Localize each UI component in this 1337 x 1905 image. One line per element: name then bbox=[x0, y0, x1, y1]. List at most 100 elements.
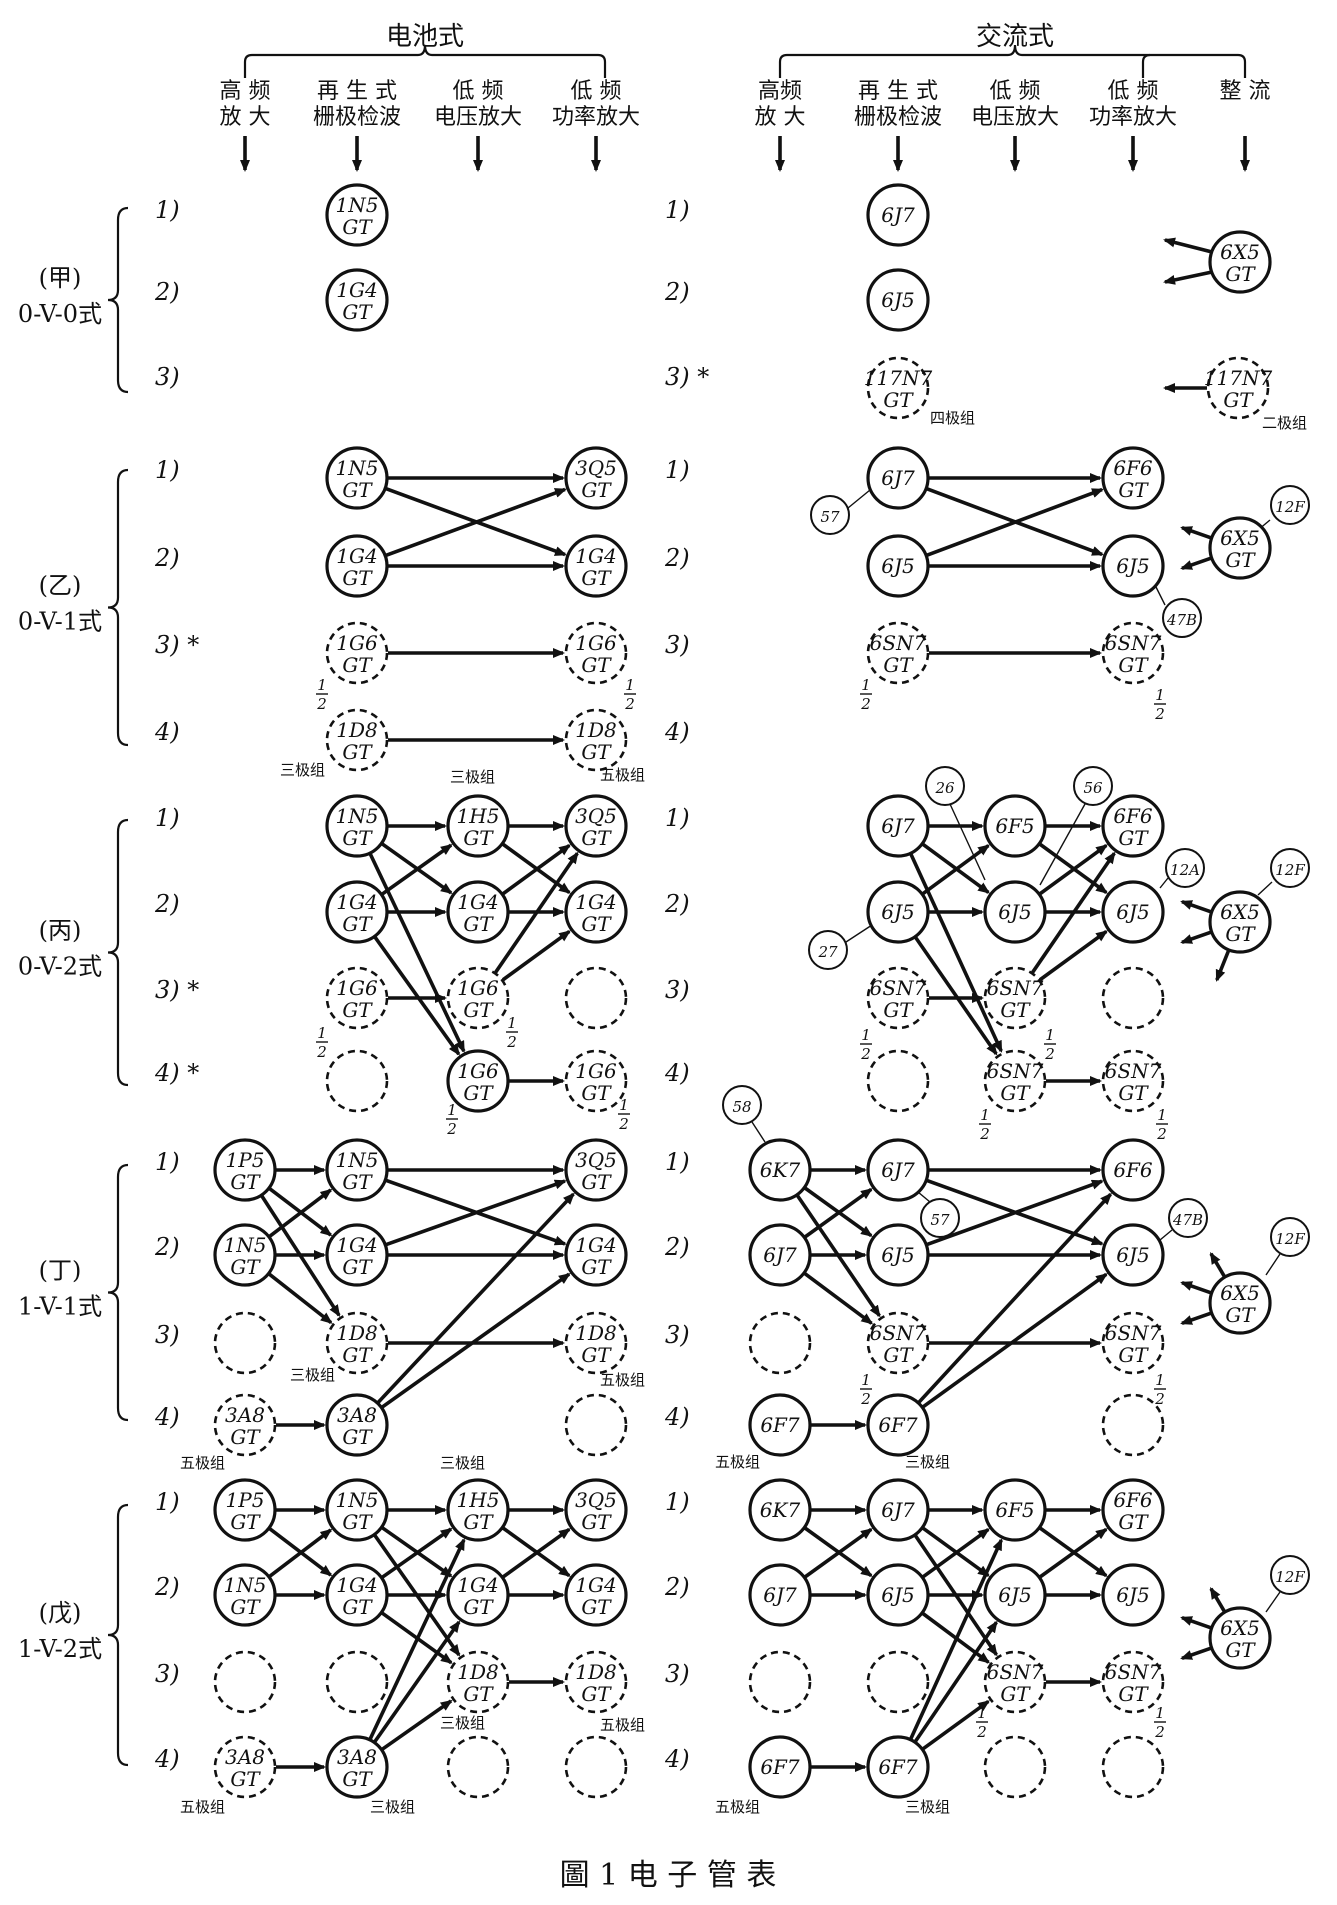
tube-label: GT bbox=[1118, 1343, 1149, 1367]
battery-col-head-2: 再 生 式 bbox=[317, 79, 397, 104]
tube-circle bbox=[1208, 890, 1272, 954]
row-label-right: 4) bbox=[664, 718, 690, 746]
tube-circle bbox=[1101, 1138, 1165, 1202]
tube-label: 1H5 bbox=[457, 1488, 500, 1512]
connection-arrow bbox=[1039, 1527, 1108, 1579]
tube-label: 1D8 bbox=[575, 1321, 616, 1345]
row-label-left: 1) bbox=[155, 196, 180, 224]
tube-circle bbox=[564, 1735, 628, 1799]
tube-label: GT bbox=[1000, 1081, 1031, 1105]
tube-label: 1N5 bbox=[336, 193, 379, 217]
tube-circle bbox=[446, 1049, 510, 1113]
ac-col-sub-3: 电压放大 bbox=[971, 105, 1059, 130]
tube-circle bbox=[866, 1478, 930, 1542]
tube-label: GT bbox=[581, 653, 612, 677]
row-label-left: 1) bbox=[155, 804, 180, 832]
tube-circle bbox=[1165, 848, 1205, 888]
tube-circle bbox=[564, 1563, 628, 1627]
tube-circle bbox=[446, 1650, 510, 1714]
tube-label: 6K7 bbox=[760, 1498, 801, 1522]
tube-label: 6X5 bbox=[1220, 900, 1260, 924]
rectifier-output-arrow bbox=[1209, 1586, 1228, 1616]
tube-circle bbox=[983, 1563, 1047, 1627]
tube-label: GT bbox=[342, 1767, 373, 1791]
tube-label: 1G4 bbox=[336, 278, 377, 302]
tube-12a: 12A bbox=[1165, 848, 1205, 888]
tube-label: 47B bbox=[1172, 1211, 1203, 1229]
tube-circle bbox=[748, 1563, 812, 1627]
row-label-left: 3) bbox=[155, 1321, 180, 1349]
tube-label: GT bbox=[581, 1682, 612, 1706]
tube-circle bbox=[1101, 1393, 1165, 1457]
tube-circle bbox=[866, 268, 930, 332]
tube-label: GT bbox=[463, 1081, 494, 1105]
ac-col-head-4: 低 频 bbox=[1108, 79, 1159, 104]
tube-circle bbox=[1206, 356, 1270, 420]
reference-line bbox=[1257, 881, 1273, 896]
group-mode-3: 0-V-2式 bbox=[18, 953, 102, 981]
tube-label: GT bbox=[1223, 388, 1254, 412]
tube-label: GT bbox=[1225, 922, 1256, 946]
tube-circle bbox=[325, 794, 389, 858]
row-label-left: 3) bbox=[155, 363, 180, 391]
ac-col-sub-1: 放 大 bbox=[755, 105, 806, 130]
tube-circle bbox=[325, 1138, 389, 1202]
connection-arrow bbox=[909, 1538, 1003, 1740]
tube-label: GT bbox=[342, 826, 373, 850]
group-brace-4 bbox=[107, 1163, 129, 1422]
tube-label: 1N5 bbox=[336, 1148, 379, 1172]
group-name-4: (丁) bbox=[39, 1257, 82, 1285]
tube-circle bbox=[925, 766, 965, 806]
tube-label: 1D8 bbox=[457, 1660, 498, 1684]
row-label-left: 3) * bbox=[155, 976, 199, 1004]
tube-circle bbox=[1270, 848, 1310, 888]
fraction-denominator: 2 bbox=[860, 1390, 871, 1408]
tube-label: 6J7 bbox=[881, 1158, 915, 1182]
tube-circle bbox=[866, 966, 930, 1030]
tube-circle bbox=[866, 1563, 930, 1627]
tube-circle bbox=[325, 183, 389, 247]
tube-label: GT bbox=[1118, 1682, 1149, 1706]
tube-circle bbox=[564, 1393, 628, 1457]
tube-circle bbox=[866, 183, 930, 247]
tube-label: 1G4 bbox=[575, 890, 616, 914]
fraction-denominator: 2 bbox=[1154, 1723, 1165, 1741]
tube-label: 6J7 bbox=[881, 1498, 915, 1522]
fraction-numerator: 1 bbox=[1045, 1026, 1055, 1044]
row-label-left: 2) bbox=[154, 890, 180, 918]
fraction-numerator: 1 bbox=[861, 676, 871, 694]
fraction-numerator: 1 bbox=[1155, 1704, 1165, 1722]
group-mode-1: 0-V-0式 bbox=[18, 300, 102, 328]
tube-circle bbox=[446, 1478, 510, 1542]
tube-circle bbox=[325, 1650, 389, 1714]
tube-circle bbox=[1208, 1271, 1272, 1335]
connection-arrow bbox=[1038, 843, 1108, 896]
tube-6f7: 6F7 bbox=[748, 1393, 812, 1457]
ac-title: 交流式 bbox=[976, 22, 1054, 52]
tube-label: 6J5 bbox=[881, 1583, 914, 1607]
tube-6j5: 6J5 bbox=[866, 1563, 930, 1627]
tube-circle bbox=[564, 966, 628, 1030]
tube-label: GT bbox=[581, 740, 612, 764]
tube-label: 58 bbox=[732, 1098, 751, 1116]
tube-circle bbox=[213, 1563, 277, 1627]
triode-note: 三极组 bbox=[440, 1714, 485, 1732]
tube-label: GT bbox=[463, 1682, 494, 1706]
tube- bbox=[1101, 1735, 1165, 1799]
row-label-right: 1) bbox=[665, 1488, 690, 1516]
tube-label: 1G4 bbox=[457, 890, 498, 914]
row-label-left: 4) bbox=[154, 1403, 180, 1431]
tube-label: 1D8 bbox=[575, 1660, 616, 1684]
row-label-left: 4) bbox=[154, 718, 180, 746]
tube-label: 1G4 bbox=[336, 890, 377, 914]
